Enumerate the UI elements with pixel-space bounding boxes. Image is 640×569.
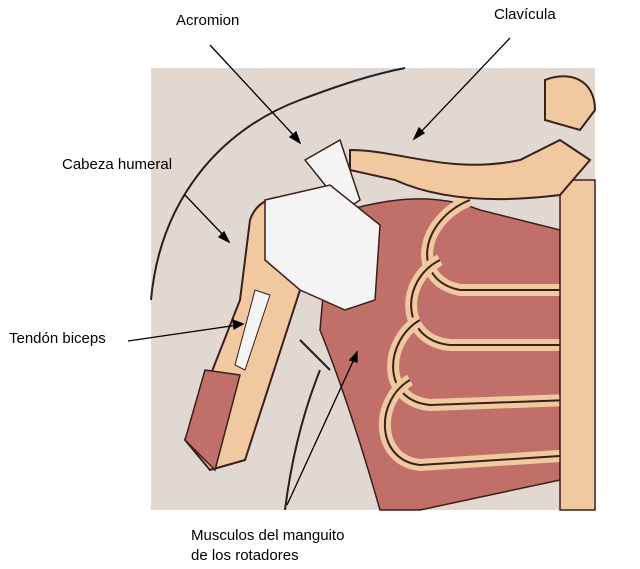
- biceps-muscle: [184, 369, 241, 472]
- rib-cage: [378, 194, 576, 472]
- label-acromion: Acromion: [176, 12, 240, 29]
- upper-rib: [544, 75, 597, 132]
- biceps-tendon: [234, 289, 271, 371]
- pointer-lines: [127, 37, 511, 506]
- arm-outline: [284, 339, 331, 511]
- label-musculos-line2: de los rotadores: [191, 547, 299, 564]
- label-clavicula: Clavícula: [494, 6, 556, 23]
- clavicle-bone: [349, 138, 592, 201]
- sternum: [559, 179, 596, 511]
- label-musculos-line1: Musculos del manguito: [191, 527, 345, 544]
- rotator-cuff-tendon: [264, 184, 381, 311]
- label-tendon-biceps: Tendón biceps: [9, 330, 106, 347]
- label-cabeza-humeral: Cabeza humeral: [62, 156, 173, 173]
